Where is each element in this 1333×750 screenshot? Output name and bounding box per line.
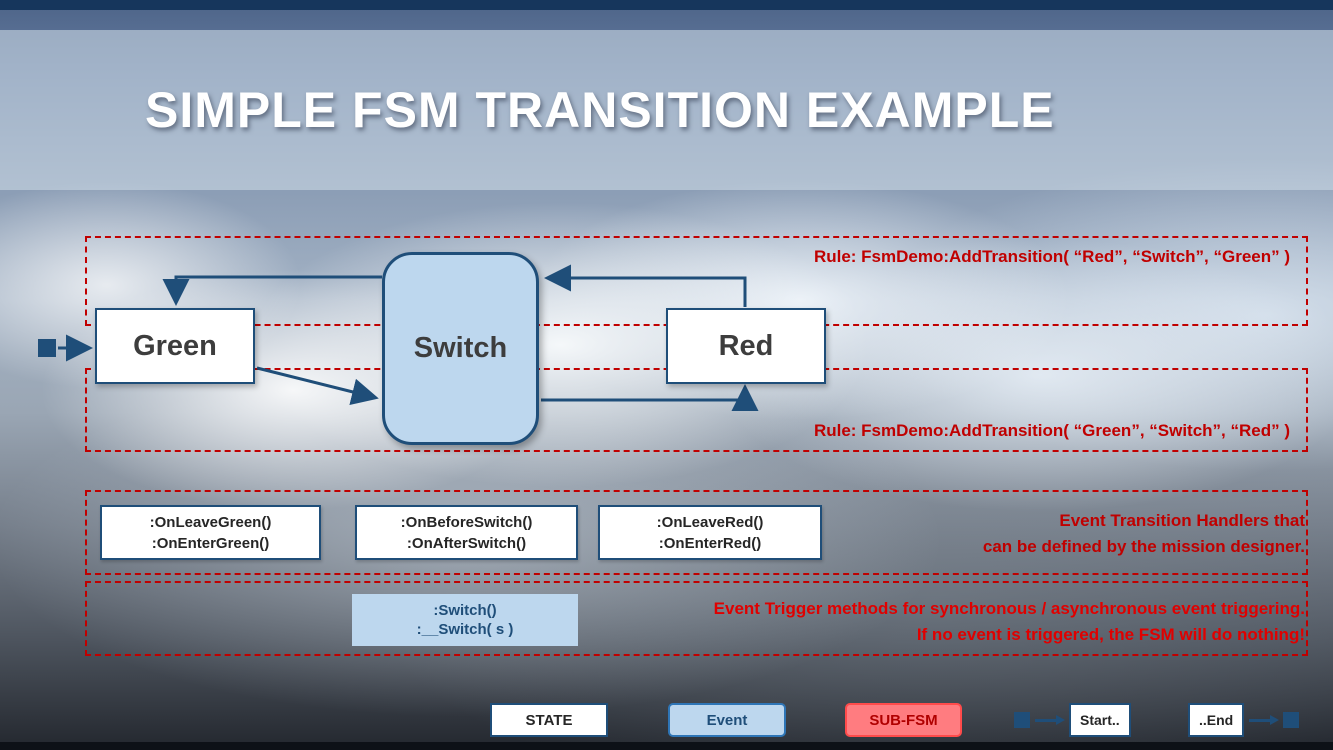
handler-card-green: :OnLeaveGreen() :OnEnterGreen() xyxy=(100,505,321,560)
trigger-method-card: :Switch() :__Switch( s ) xyxy=(352,594,578,646)
state-red: Red xyxy=(666,308,826,384)
event-switch-label: Switch xyxy=(413,332,508,364)
trigger-line1: :Switch() xyxy=(433,602,497,619)
title-band: SIMPLE FSM TRANSITION EXAMPLE xyxy=(0,30,1333,190)
legend-start-box: Start.. xyxy=(1069,703,1131,737)
trigger-note-line1: Event Trigger methods for synchronous / … xyxy=(713,599,1305,618)
handler-switch-line2: :OnAfterSwitch() xyxy=(406,534,527,552)
handlers-dashed-box xyxy=(85,490,1308,575)
legend-state: STATE xyxy=(490,703,608,737)
legend-end-label: ..End xyxy=(1199,712,1234,728)
legend-event: Event xyxy=(668,703,786,737)
handler-green-line1: :OnLeaveGreen() xyxy=(149,513,272,531)
handler-card-switch: :OnBeforeSwitch() :OnAfterSwitch() xyxy=(355,505,578,560)
end-square-icon xyxy=(1283,712,1300,728)
handlers-note: Event Transition Handlers that can be de… xyxy=(845,508,1305,561)
trigger-dashed-box xyxy=(85,581,1308,656)
legend-subfsm-label: SUB-FSM xyxy=(869,711,938,729)
rule-text-green-switch-red: Rule: FsmDemo:AddTransition( “Green”, “S… xyxy=(813,421,1290,440)
state-red-label: Red xyxy=(718,329,774,362)
arrow-right-icon xyxy=(1035,718,1057,722)
legend-start: Start.. xyxy=(1014,703,1131,737)
rule-text-red-switch-green: Rule: FsmDemo:AddTransition( “Red”, “Swi… xyxy=(813,247,1290,266)
legend-end-box: ..End xyxy=(1188,703,1245,737)
legend-state-label: STATE xyxy=(525,711,573,729)
handlers-note-line2: can be defined by the mission designer. xyxy=(982,537,1305,557)
trigger-line2: :__Switch( s ) xyxy=(416,621,514,638)
handler-green-line2: :OnEnterGreen() xyxy=(151,534,270,552)
top-border-bar xyxy=(0,0,1333,10)
trigger-note: Event Trigger methods for synchronous / … xyxy=(575,596,1305,649)
trigger-note-line2: If no event is triggered, the FSM will d… xyxy=(916,625,1305,645)
legend-start-label: Start.. xyxy=(1080,712,1120,728)
arrow-right-icon xyxy=(1249,718,1272,722)
start-node-icon xyxy=(38,339,56,357)
handler-red-line1: :OnLeaveRed() xyxy=(656,513,764,531)
handler-card-red: :OnLeaveRed() :OnEnterRed() xyxy=(598,505,822,560)
state-green: Green xyxy=(95,308,255,384)
state-green-label: Green xyxy=(133,329,217,362)
legend-event-label: Event xyxy=(706,711,748,729)
legend-end: ..End xyxy=(1188,703,1300,737)
handler-switch-line1: :OnBeforeSwitch() xyxy=(400,513,533,531)
handler-red-line2: :OnEnterRed() xyxy=(658,534,762,552)
slide-title: SIMPLE FSM TRANSITION EXAMPLE xyxy=(145,82,1055,138)
bottom-border-bar xyxy=(0,742,1333,750)
start-square-icon xyxy=(1014,712,1030,728)
event-switch: Switch xyxy=(382,252,539,445)
legend-subfsm: SUB-FSM xyxy=(845,703,962,737)
handlers-note-line1: Event Transition Handlers that xyxy=(1059,511,1305,530)
